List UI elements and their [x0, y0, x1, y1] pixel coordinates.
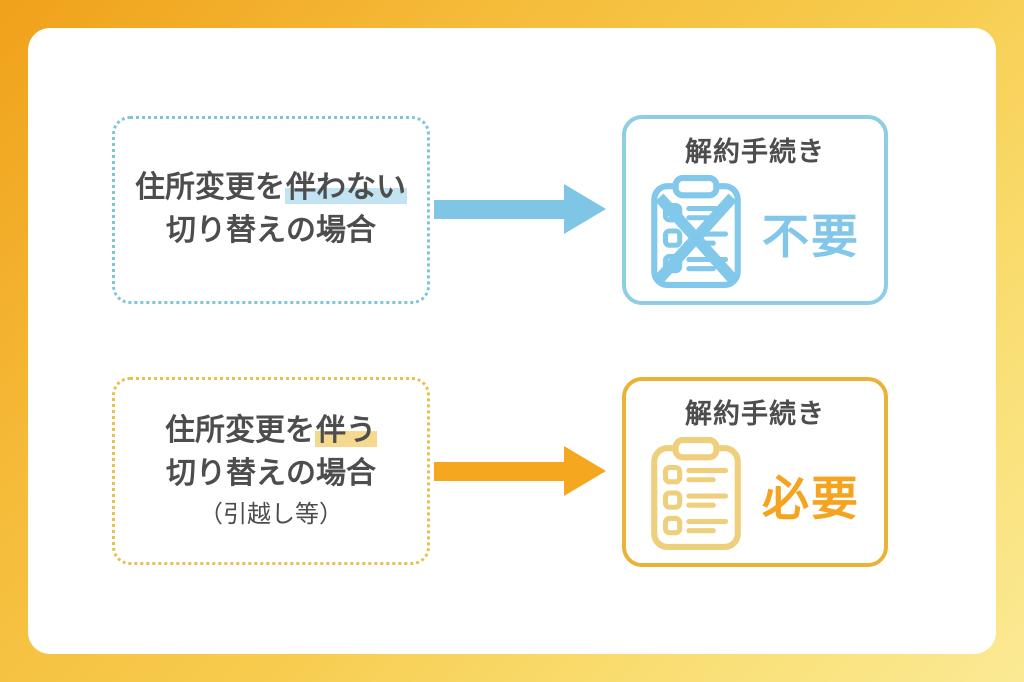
case-text-note: （引越し等）: [199, 500, 343, 528]
result-title: 解約手続き: [685, 137, 825, 167]
result-body: 不要: [626, 175, 884, 289]
case-text-line1: 住所変更を伴わない: [135, 167, 407, 210]
result-box-cancellation-not-required: 解約手続き 不要: [622, 115, 888, 305]
result-body: 必要: [626, 437, 884, 551]
case-text-pre: 住所変更を: [165, 414, 315, 448]
result-value: 必要: [762, 471, 860, 525]
case-text-highlight: 伴う: [315, 414, 377, 448]
flow-arrow-orange: [434, 446, 606, 496]
result-title: 解約手続き: [685, 399, 825, 429]
case-text-line2: 切り替えの場合: [166, 214, 376, 247]
case-text-line2: 切り替えの場合: [166, 456, 376, 490]
case-box-no-address-change: 住所変更を伴わない 切り替えの場合: [112, 116, 430, 304]
clipboard-crossed-icon: [651, 175, 741, 288]
case-text-line1: 住所変更を伴う: [165, 410, 377, 453]
case-text-pre: 住所変更を: [135, 171, 285, 205]
result-value: 不要: [762, 209, 860, 263]
clipboard-checklist-icon: [651, 437, 741, 550]
flow-arrow-blue: [434, 184, 606, 234]
case-box-with-address-change: 住所変更を伴う 切り替えの場合 （引越し等）: [112, 377, 430, 565]
result-box-cancellation-required: 解約手続き 必要: [622, 377, 888, 567]
case-text-highlight: 伴わない: [285, 171, 407, 205]
